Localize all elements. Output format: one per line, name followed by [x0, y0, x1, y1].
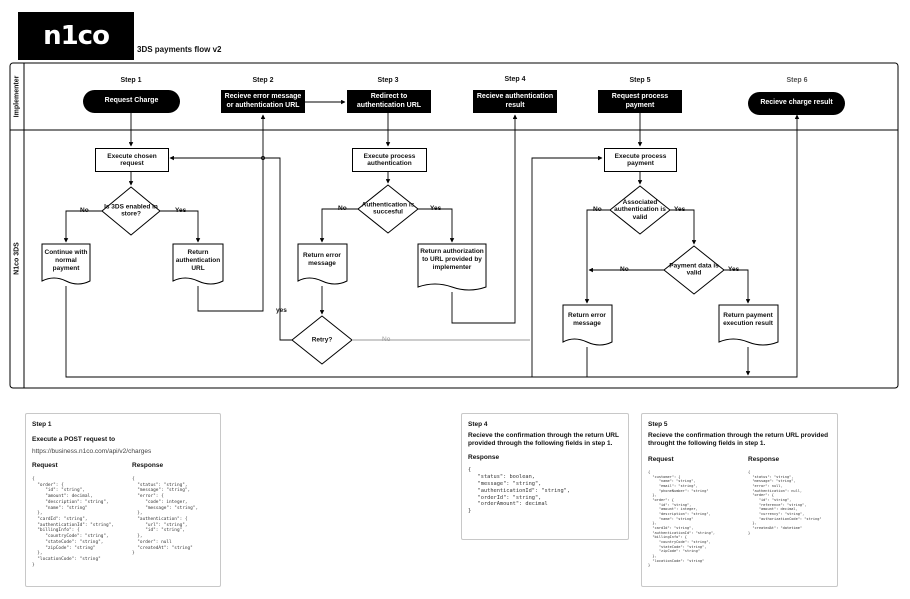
- note-step4-title: Recieve the confirmation through the ret…: [468, 432, 619, 448]
- edge-label-no-assoc: No: [593, 206, 602, 213]
- step-label-1: Step 1: [120, 77, 142, 84]
- decision-label-3ds-enabled: Is 3DS enabled in store?: [104, 203, 158, 218]
- page-title: 3DS payments flow v2: [137, 45, 222, 54]
- doc-return-auth-url: [172, 243, 224, 285]
- node-execute-process-payment: Execute process payment: [604, 148, 677, 172]
- node-request-process-payment: Request process payment: [598, 90, 682, 113]
- decision-retry: [291, 315, 353, 365]
- edge-label-no-auth: No: [338, 205, 347, 212]
- step-label-6: Step 6: [786, 77, 808, 84]
- doc-return-error-2: [562, 304, 613, 346]
- doc-label-return-error-1: Return error message: [303, 252, 341, 267]
- node-execute-chosen-request: Execute chosen request: [95, 148, 169, 172]
- note-step1-request-label: Request: [32, 462, 58, 469]
- doc-label-return-auth-url: Return authentication URL: [175, 249, 221, 272]
- node-recieve-auth-result: Recieve authentication result: [473, 90, 557, 113]
- n1co-logo: n1co: [18, 12, 134, 60]
- doc-label-return-payment-result: Return payment execution result: [723, 312, 773, 327]
- decision-label-retry: Retry?: [311, 336, 333, 344]
- note-step1-title: Execute a POST request to: [32, 436, 116, 443]
- edge-label-yes-payment: Yes: [728, 266, 740, 273]
- step-label-4: Step 4: [504, 76, 526, 83]
- note-step5-request-label: Request: [648, 456, 674, 463]
- note-step1: Step 1 Execute a POST request to https:/…: [25, 413, 221, 587]
- decision-label-payment-valid: Payment data is valid: [669, 262, 719, 277]
- edge-label-no-3ds: No: [80, 207, 89, 214]
- doc-return-error-1: [297, 243, 348, 285]
- note-step1-response-label: Response: [132, 462, 164, 469]
- doc-label-return-error-2: Return error message: [568, 312, 606, 327]
- note-step1-request-code: { "order": { "id": "string", "amount": d…: [32, 477, 114, 568]
- doc-return-payment-result: [718, 304, 779, 346]
- node-recieve-error-or-auth-url: Recieve error message or authentication …: [221, 90, 305, 113]
- doc-continue-normal: [41, 243, 91, 285]
- note-step1-url: https://business.n1co.com/api/v2/charges: [32, 448, 152, 455]
- edge-label-no-payment: No: [620, 266, 629, 273]
- step-label-5: Step 5: [629, 77, 651, 84]
- edge-label-yes-assoc: Yes: [674, 206, 686, 213]
- edge-label-yes-auth: Yes: [430, 205, 442, 212]
- note-step4-response-label: Response: [468, 454, 500, 461]
- doc-label-continue-normal: Continue with normal payment: [44, 249, 88, 272]
- edge-label-yes-3ds: Yes: [175, 207, 187, 214]
- decision-3ds-enabled: [101, 186, 161, 236]
- note-step1-response-code: { "status": "string", "message": "string…: [132, 477, 199, 557]
- decision-payment-valid: [663, 245, 725, 295]
- note-step5-request-code: { "customer": { "name": "string", "email…: [648, 470, 716, 568]
- step-label-3: Step 3: [377, 77, 399, 84]
- pool-frame: [9, 62, 899, 389]
- note-step5-title: Recieve the confirmation through the ret…: [648, 432, 829, 448]
- note-step4-response-code: { "status": boolean, "message": "string"…: [468, 467, 571, 515]
- node-request-charge: Request Charge: [83, 90, 180, 113]
- note-step1-heading: Step 1: [32, 421, 52, 428]
- lane-label-n1co: N1co 3DS: [13, 242, 21, 275]
- decision-auth-successful: [357, 184, 419, 234]
- note-step4-heading: Step 4: [468, 421, 488, 428]
- note-step5-heading: Step 5: [648, 421, 668, 428]
- note-step4: Step 4 Recieve the confirmation through …: [461, 413, 629, 540]
- decision-label-associated-auth: Associated authentication is valid: [614, 198, 666, 221]
- note-step5: Step 5 Recieve the confirmation through …: [641, 413, 838, 587]
- note-step5-response-label: Response: [748, 456, 780, 463]
- doc-label-return-authorization: Return authorization to URL provided by …: [420, 248, 484, 271]
- decision-label-auth-successful: Authentication is succesful: [361, 201, 415, 216]
- lane-label-implementer: Implementer: [13, 75, 21, 118]
- edge-label-no-retry: No: [382, 336, 391, 343]
- step-label-2: Step 2: [252, 77, 274, 84]
- node-recieve-charge-result: Recieve charge result: [748, 92, 845, 115]
- decision-associated-auth: [609, 185, 671, 235]
- doc-return-authorization: [417, 243, 487, 291]
- node-execute-process-auth: Execute process authentication: [352, 148, 427, 172]
- note-step5-response-code: { "status": "string", "message": "string…: [748, 470, 822, 535]
- node-redirect-auth-url: Redirect to authentication URL: [347, 90, 431, 113]
- edge-label-yes-retry: yes: [276, 307, 287, 314]
